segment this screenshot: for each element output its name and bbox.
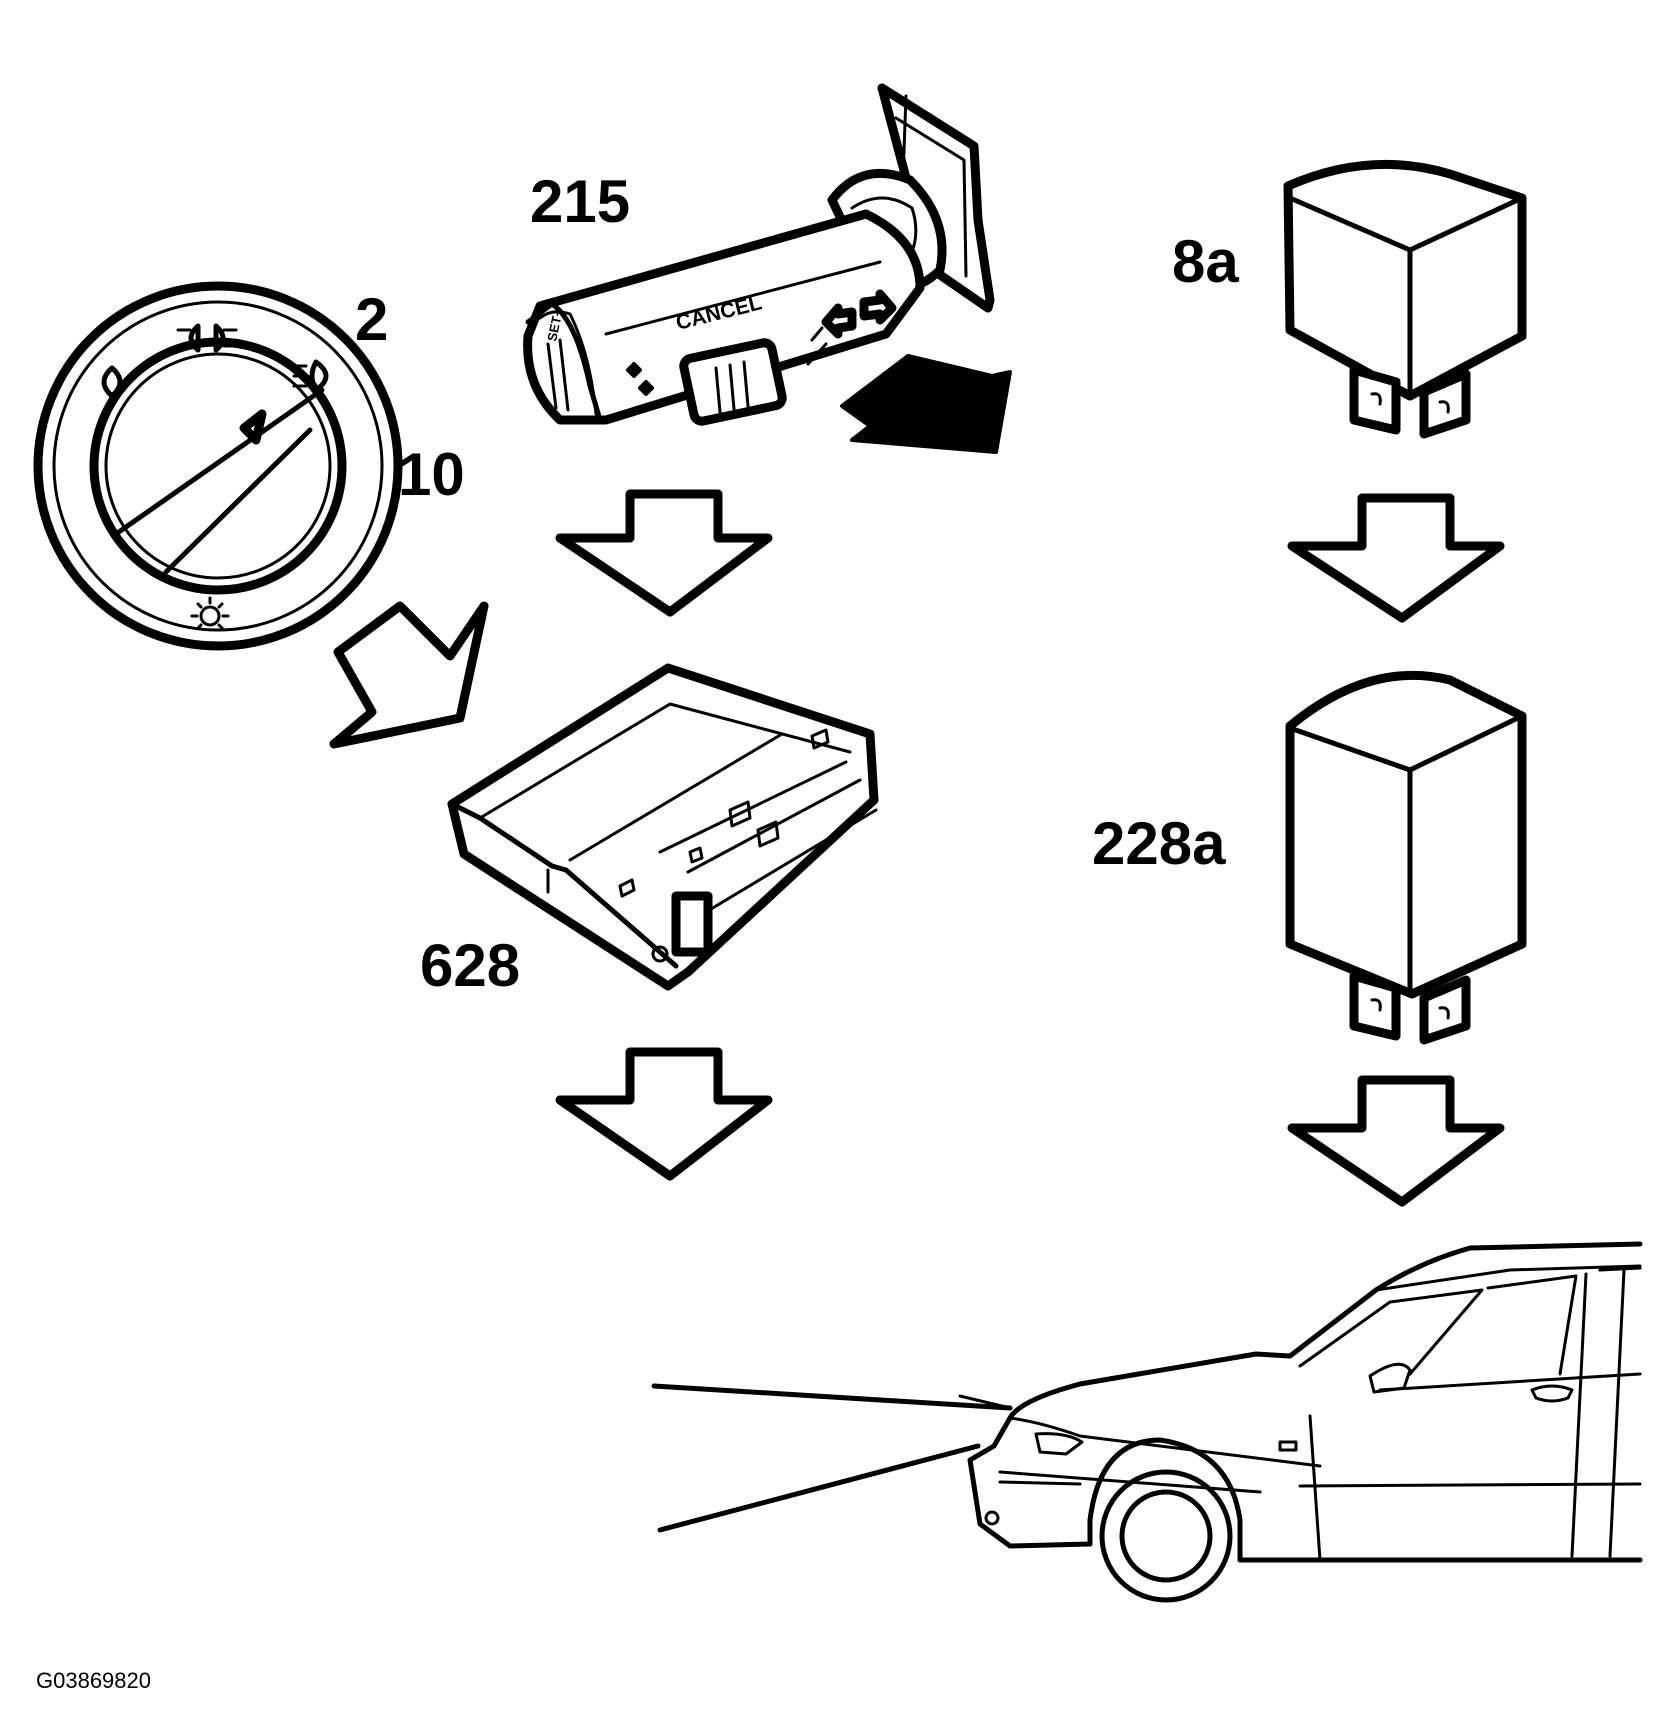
figure-code: G03869820 (36, 1668, 151, 1693)
turn-signal-arrows-icon (821, 289, 897, 339)
cruise-control-stalk: CANCEL SET+ (523, 83, 995, 426)
car-front-view (958, 1241, 1643, 1603)
indicator-diamond-icon (626, 362, 642, 378)
fog-light-icon (190, 596, 230, 630)
relay-8a (1283, 159, 1527, 439)
headlight-switch-knob (33, 281, 403, 651)
headlight-beams (651, 1383, 1013, 1533)
solid-down-right-arrow (840, 354, 1012, 454)
indicator-diamond-icon (638, 380, 654, 396)
label-8a: 8a (1172, 228, 1239, 295)
label-228a: 228a (1092, 810, 1226, 877)
label-2: 2 (355, 286, 388, 353)
label-215: 215 (530, 168, 630, 235)
side-light-icon (101, 365, 123, 399)
open-down-arrow (1287, 1075, 1505, 1207)
relay-228a (1285, 670, 1527, 1045)
headlight-icon (292, 359, 329, 393)
resume-slider-button (679, 338, 787, 426)
set-text: SET+ (544, 307, 566, 343)
open-down-arrow (1287, 493, 1505, 623)
open-down-arrow (555, 489, 773, 617)
open-down-arrow (555, 1047, 773, 1181)
label-628: 628 (420, 932, 520, 999)
label-10: 10 (398, 441, 465, 508)
parking-light-icon (176, 323, 238, 353)
open-down-right-arrow (329, 601, 489, 749)
control-module-628 (447, 663, 879, 991)
